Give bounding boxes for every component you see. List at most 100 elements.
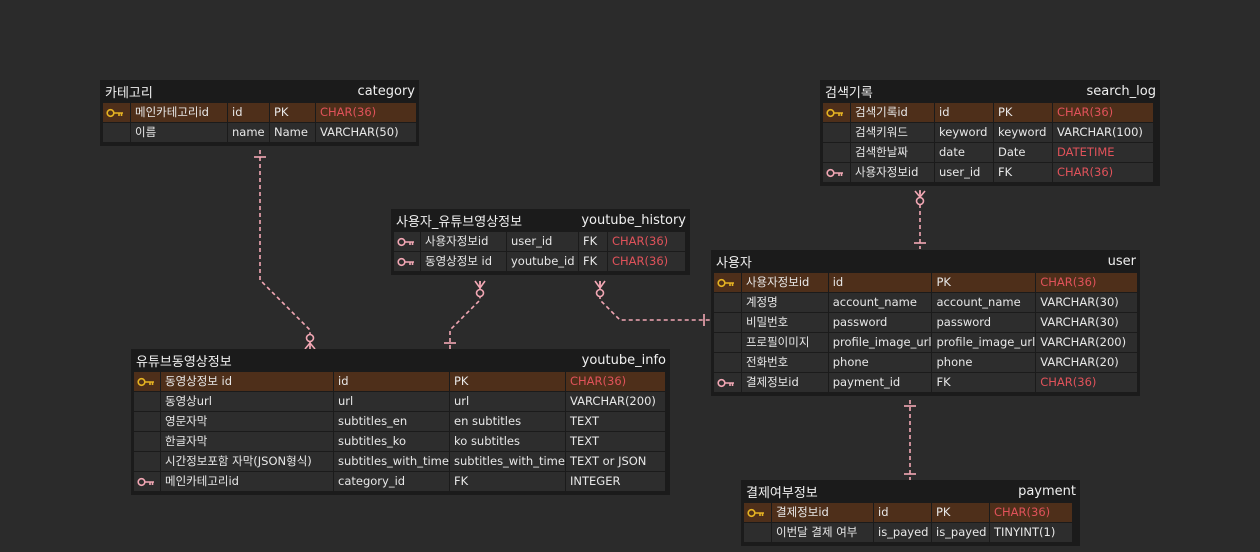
column-physical: subtitles_with_time <box>334 452 449 471</box>
column-row[interactable]: 이번달 결제 여부 is_payed is_payed TINYINT(1) <box>744 523 1077 543</box>
column-row[interactable]: 결제정보id payment_id FK CHAR(36) <box>714 373 1137 393</box>
primary-key-icon <box>823 103 850 122</box>
column-name: 검색기록id <box>851 103 934 122</box>
edge-category-youtube-info <box>259 150 311 347</box>
table-search-log[interactable]: 검색기록 search_log 검색기록id id PK CHAR(36) 검색… <box>820 80 1160 186</box>
column-logical: FK <box>932 373 1036 392</box>
column-physical: name <box>228 123 269 142</box>
column-row[interactable]: 한글자막 subtitles_ko ko subtitles TEXT <box>134 432 667 452</box>
foreign-key-icon <box>714 373 741 392</box>
column-type: VARCHAR(100) <box>1053 123 1153 142</box>
column-logical: PK <box>270 103 315 122</box>
column-type: TEXT or JSON <box>566 452 665 471</box>
column-physical: phone <box>828 353 932 372</box>
table-category[interactable]: 카테고리 category 메인카테고리id id PK CHAR(36) 이름… <box>100 80 419 146</box>
table-header: 결제여부정보 payment <box>744 480 1077 503</box>
column-logical: FK <box>994 163 1052 182</box>
column-row[interactable]: 메인카테고리id id PK CHAR(36) <box>103 103 416 123</box>
table-payment[interactable]: 결제여부정보 payment 결제정보id id PK CHAR(36) 이번달… <box>741 480 1080 546</box>
column-logical: is_payed <box>932 523 989 542</box>
column-row[interactable]: 검색키워드 keyword keyword VARCHAR(100) <box>823 123 1157 143</box>
column-logical: PK <box>994 103 1052 122</box>
primary-key-icon <box>134 372 160 391</box>
column-type: INTEGER <box>566 472 665 491</box>
table-header: 카테고리 category <box>103 80 416 103</box>
primary-key-icon <box>744 503 771 522</box>
column-type: TINYINT(1) <box>990 523 1072 542</box>
column-physical: id <box>935 103 993 122</box>
column-row[interactable]: 사용자정보id id PK CHAR(36) <box>714 273 1137 293</box>
column-physical: subtitles_ko <box>334 432 449 451</box>
column-type: DATETIME <box>1053 143 1153 162</box>
column-name: 사용자정보id <box>851 163 934 182</box>
column-name: 이름 <box>131 123 227 142</box>
table-youtube-history[interactable]: 사용자_유튜브영상정보 youtube_history 사용자정보id user… <box>391 209 690 275</box>
table-user[interactable]: 사용자 user 사용자정보id id PK CHAR(36) 계정명 acco… <box>711 250 1140 396</box>
column-type: VARCHAR(50) <box>316 123 416 142</box>
column-logical: Name <box>270 123 315 142</box>
column-row[interactable]: 사용자정보id user_id FK CHAR(36) <box>394 232 687 252</box>
column-type: TEXT <box>566 432 665 451</box>
column-name: 전화번호 <box>741 353 828 372</box>
column-row[interactable]: 동영상url url url VARCHAR(200) <box>134 392 667 412</box>
foreign-key-icon <box>394 252 420 271</box>
column-row[interactable]: 메인카테고리id category_id FK INTEGER <box>134 472 667 492</box>
column-name: 계정명 <box>741 293 828 312</box>
table-logical-name: category <box>357 84 415 99</box>
column-row[interactable]: 프로필이미지 profile_image_url profile_image_u… <box>714 333 1137 353</box>
column-logical: PK <box>932 273 1036 292</box>
table-logical-name: youtube_history <box>581 213 686 228</box>
column-physical: youtube_id <box>507 252 578 271</box>
column-row[interactable]: 검색한날짜 date Date DATETIME <box>823 143 1157 163</box>
column-name: 동영상정보 id <box>421 252 506 271</box>
column-physical: keyword <box>935 123 993 142</box>
column-name: 사용자정보id <box>741 273 828 292</box>
column-row[interactable]: 검색기록id id PK CHAR(36) <box>823 103 1157 123</box>
column-type: CHAR(36) <box>608 252 685 271</box>
column-type: VARCHAR(30) <box>1036 293 1137 312</box>
column-logical: url <box>450 392 565 411</box>
column-row[interactable]: 결제정보id id PK CHAR(36) <box>744 503 1077 523</box>
column-row[interactable]: 영문자막 subtitles_en en subtitles TEXT <box>134 412 667 432</box>
column-row[interactable]: 시간정보포함 자막(JSON형식) subtitles_with_time su… <box>134 452 667 472</box>
column-logical: FK <box>579 232 607 251</box>
column-name: 결제정보id <box>741 373 828 392</box>
column-type: CHAR(36) <box>316 103 416 122</box>
column-name: 프로필이미지 <box>741 333 828 352</box>
column-name: 시간정보포함 자막(JSON형식) <box>161 452 333 471</box>
table-logical-name: search_log <box>1086 84 1156 99</box>
column-row[interactable]: 이름 name Name VARCHAR(50) <box>103 123 416 143</box>
foreign-key-icon <box>823 163 850 182</box>
column-physical: user_id <box>935 163 993 182</box>
column-name: 검색키워드 <box>851 123 934 142</box>
column-physical: date <box>935 143 993 162</box>
column-logical: Date <box>994 143 1052 162</box>
column-row[interactable]: 사용자정보id user_id FK CHAR(36) <box>823 163 1157 183</box>
column-logical: password <box>932 313 1036 332</box>
column-logical: en subtitles <box>450 412 565 431</box>
primary-key-icon <box>714 273 741 292</box>
column-logical: PK <box>450 372 565 391</box>
column-type: CHAR(36) <box>1053 103 1153 122</box>
column-logical: profile_image_url <box>932 333 1036 352</box>
column-physical: is_payed <box>874 523 931 542</box>
column-row[interactable]: 동영상정보 id youtube_id FK CHAR(36) <box>394 252 687 272</box>
column-logical: phone <box>932 353 1036 372</box>
column-physical: id <box>874 503 931 522</box>
column-row[interactable]: 전화번호 phone phone VARCHAR(20) <box>714 353 1137 373</box>
column-name: 동영상url <box>161 392 333 411</box>
table-display-name: 사용자 <box>716 256 752 271</box>
column-name: 결제정보id <box>772 503 873 522</box>
column-row[interactable]: 동영상정보 id id PK CHAR(36) <box>134 372 667 392</box>
column-row[interactable]: 비밀번호 password password VARCHAR(30) <box>714 313 1137 333</box>
column-row[interactable]: 계정명 account_name account_name VARCHAR(30… <box>714 293 1137 313</box>
column-type: CHAR(36) <box>990 503 1072 522</box>
table-youtube-info[interactable]: 유튜브동영상정보 youtube_info 동영상정보 id id PK CHA… <box>131 349 670 495</box>
table-header: 사용자_유튜브영상정보 youtube_history <box>394 209 687 232</box>
table-display-name: 유튜브동영상정보 <box>136 355 232 370</box>
column-name: 메인카테고리id <box>131 103 227 122</box>
column-name: 동영상정보 id <box>161 372 333 391</box>
column-name: 영문자막 <box>161 412 333 431</box>
column-name: 사용자정보id <box>421 232 506 251</box>
column-physical: profile_image_url <box>828 333 932 352</box>
